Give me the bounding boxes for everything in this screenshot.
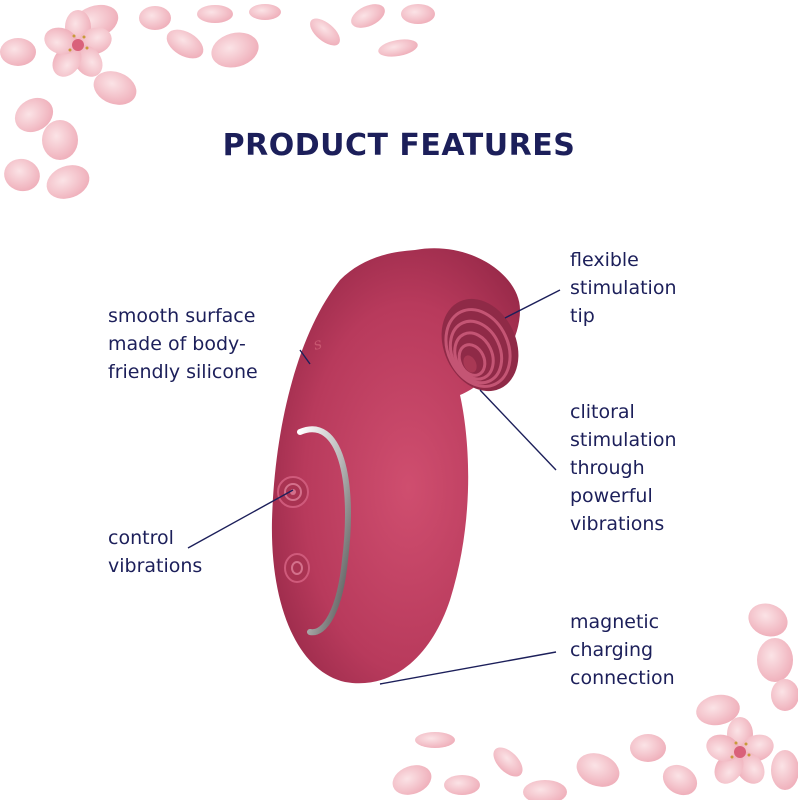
- feature-control-vibrations: control vibrations: [108, 527, 203, 577]
- callout-line-control: [187, 489, 294, 549]
- product-illustration: s: [271, 248, 520, 684]
- callout-lines: [187, 289, 561, 685]
- callout-line-tip: [504, 289, 561, 319]
- blossom-petals-decoration: [0, 4, 435, 199]
- ridged-tip: [441, 298, 519, 392]
- feature-clitoral-stimulation: clitoral stimulation through powerful vi…: [570, 401, 677, 535]
- callout-line-clitoral: [479, 389, 557, 471]
- chrome-trim: [297, 426, 351, 636]
- feature-magnetic-charging: magnetic charging connection: [570, 611, 675, 689]
- page-title: PRODUCT FEATURES: [222, 128, 576, 163]
- callout-line-smooth: [299, 349, 311, 365]
- feature-flexible-tip: flexible stimulation tip: [570, 249, 677, 327]
- power-button-icon: [284, 553, 310, 583]
- feature-smooth-surface: smooth surface made of body- friendly si…: [108, 305, 258, 383]
- blossom-petals-decoration: [392, 603, 798, 800]
- callout-line-magnetic: [379, 651, 557, 685]
